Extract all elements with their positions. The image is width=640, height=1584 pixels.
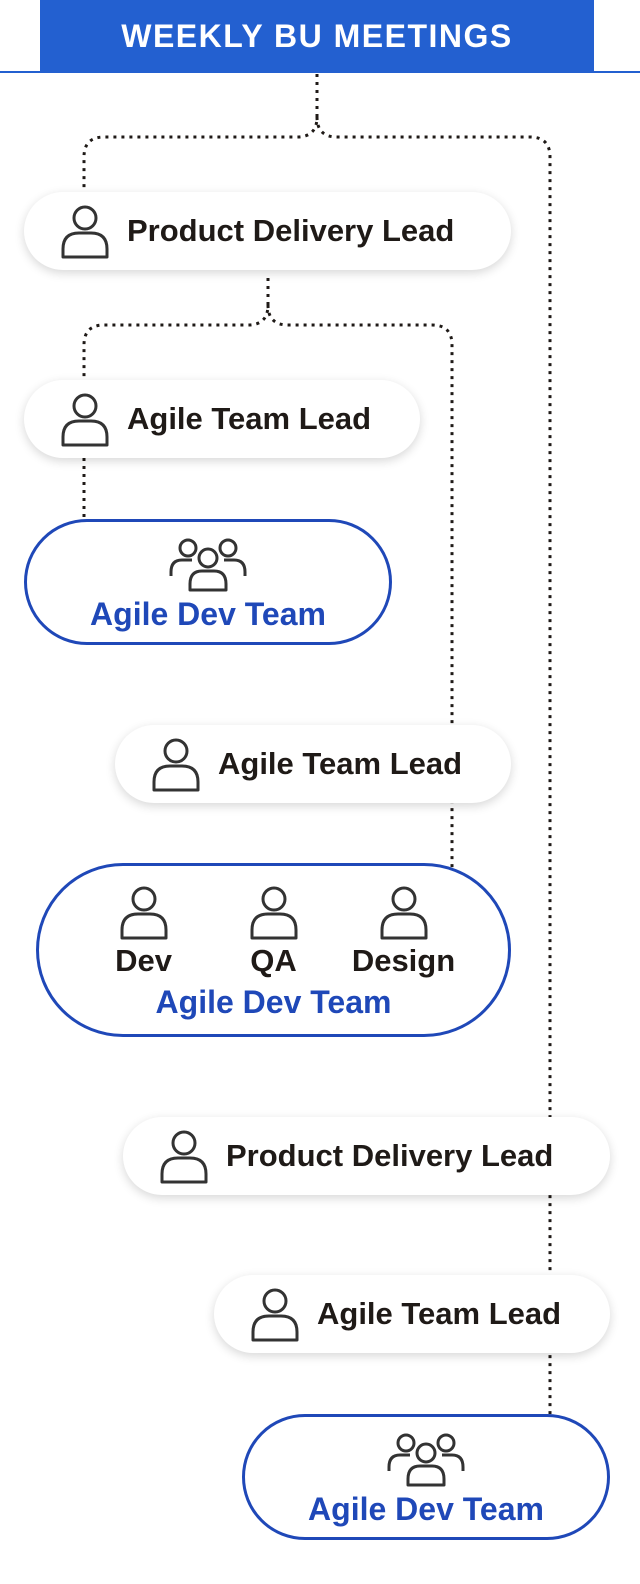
group-icon	[169, 538, 247, 592]
agile-dev-team-node-1: Agile Dev Team	[24, 519, 392, 645]
role-label: QA	[250, 942, 297, 978]
node-label: Agile Team Lead	[127, 401, 372, 436]
person-icon	[61, 393, 109, 447]
agile-dev-team-node-3: Agile Dev Team	[242, 1414, 610, 1540]
node-label: Agile Dev Team	[155, 983, 392, 1020]
product-delivery-lead-node-1: Product Delivery Lead	[24, 192, 511, 270]
node-label: Agile Team Lead	[218, 746, 463, 781]
connector-bu-to-pdl-1	[82, 74, 319, 195]
agile-team-lead-node-2: Agile Team Lead	[115, 725, 511, 803]
group-icon	[387, 1433, 465, 1487]
connector-pdl-to-atl-1	[82, 278, 270, 382]
node-label: Agile Dev Team	[90, 596, 326, 632]
product-delivery-lead-node-2: Product Delivery Lead	[123, 1117, 610, 1195]
page-title: WEEKLY BU MEETINGS	[40, 0, 594, 72]
node-label: Agile Dev Team	[308, 1491, 544, 1527]
person-icon	[152, 738, 200, 792]
person-icon	[380, 886, 427, 939]
person-icon	[120, 886, 167, 939]
role-label: Dev	[115, 942, 172, 978]
connector-bu-to-pdl-2	[315, 116, 552, 1420]
role-design: Design	[344, 883, 464, 976]
agile-team-lead-node-3: Agile Team Lead	[214, 1275, 610, 1353]
header-rule	[0, 71, 640, 73]
node-label: Product Delivery Lead	[127, 213, 455, 248]
person-icon	[251, 1288, 299, 1342]
node-label: Product Delivery Lead	[226, 1138, 554, 1173]
team-roles: Dev QA Design	[84, 883, 464, 976]
role-qa: QA	[214, 883, 334, 976]
agile-dev-team-node-2: Dev QA Design Agile Dev Team	[36, 863, 511, 1037]
person-icon	[250, 886, 297, 939]
person-icon	[160, 1130, 208, 1184]
node-label: Agile Team Lead	[317, 1296, 562, 1331]
role-label: Design	[351, 942, 456, 978]
role-dev: Dev	[84, 883, 204, 976]
agile-team-lead-node-1: Agile Team Lead	[24, 380, 420, 458]
connector-pdl-to-atl-2	[266, 304, 454, 868]
person-icon	[61, 205, 109, 259]
